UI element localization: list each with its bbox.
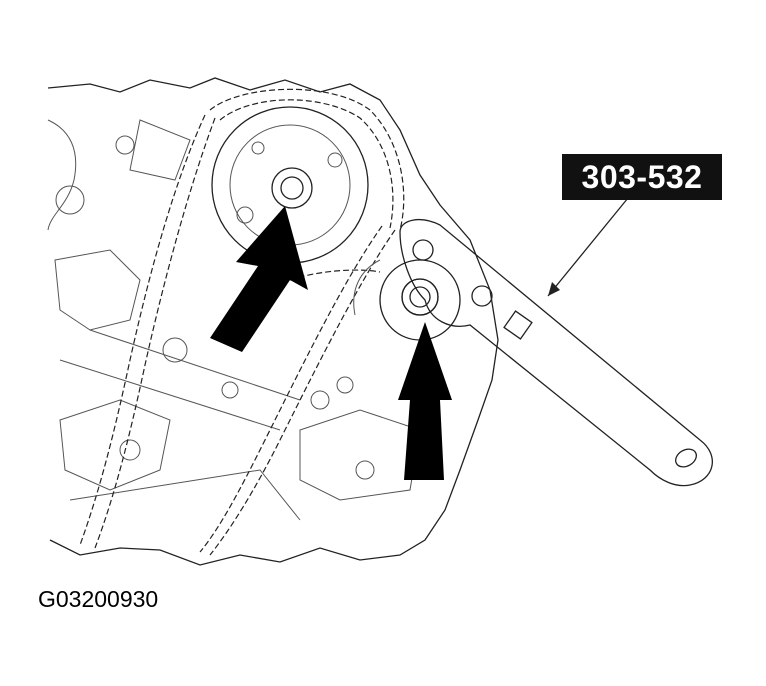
callout-leader [547, 197, 629, 297]
up-arrow-icon [398, 322, 452, 480]
holding-tool-wrench [399, 219, 713, 487]
tool-number-label: 303-532 [562, 154, 722, 200]
timing-chains [79, 88, 405, 556]
secondary-sprocket [353, 259, 461, 341]
engine-block [47, 77, 499, 566]
figure-id: G03200930 [38, 586, 159, 612]
up-arrow-icon [210, 206, 308, 352]
